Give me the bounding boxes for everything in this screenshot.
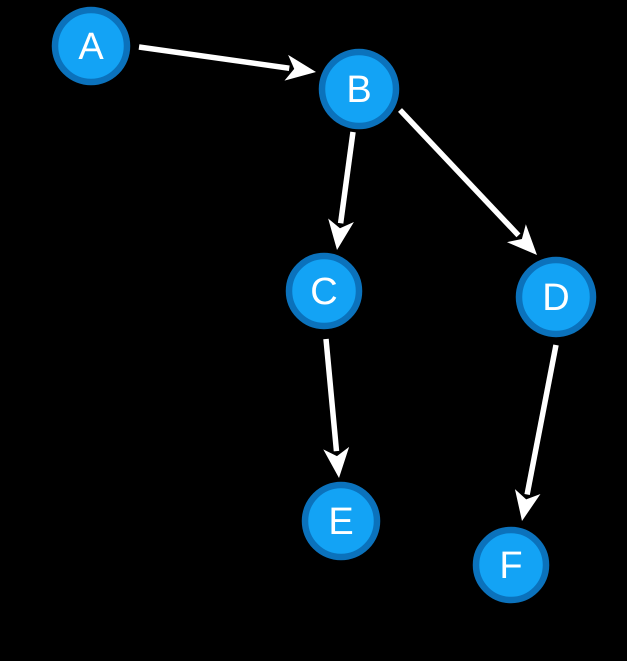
arrowhead-icon [323,446,350,478]
node-circle [472,526,550,604]
graph-edge-b-d[interactable] [398,108,537,255]
graph-node-d[interactable]: D [515,256,597,338]
node-circle [285,252,363,330]
node-label: B [346,69,371,111]
graph-edge-a-b[interactable] [138,44,316,81]
arrowhead-icon [284,54,316,81]
node-circle [515,256,597,338]
edges-layer [138,44,559,521]
arrowhead-icon [514,489,541,521]
node-label: F [499,545,522,587]
node-label: E [328,501,353,543]
edge-line [398,108,521,238]
edge-line [323,338,340,452]
edge-line [138,44,290,71]
arrowhead-icon [506,224,537,255]
node-circle [318,48,400,130]
node-circle [51,6,131,86]
graph-node-c[interactable]: C [285,252,363,330]
graph-node-e[interactable]: E [301,481,381,561]
node-label: C [310,271,337,313]
graph-node-f[interactable]: F [472,526,550,604]
arrowhead-icon [328,218,354,250]
graph-edge-b-c[interactable] [328,131,356,250]
graph-edge-c-e[interactable] [323,338,350,478]
edge-line [337,131,356,224]
node-label: A [78,26,104,68]
edge-line [524,344,559,496]
graph-node-b[interactable]: B [318,48,400,130]
graph-node-a[interactable]: A [51,6,131,86]
nodes-layer: A B C D E F [51,6,597,604]
node-label: D [542,277,569,319]
graph-edge-d-f[interactable] [514,344,559,521]
node-circle [301,481,381,561]
